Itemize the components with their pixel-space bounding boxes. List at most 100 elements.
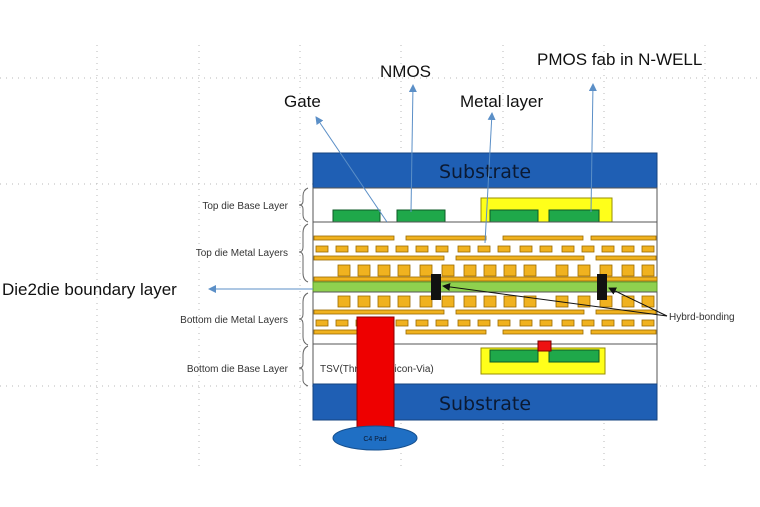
metal-via xyxy=(519,245,533,253)
metal-via xyxy=(397,295,411,308)
hybrid-arrow-left xyxy=(442,282,668,317)
metal-via xyxy=(337,264,351,277)
metal-via xyxy=(457,319,471,327)
metal-via xyxy=(395,319,409,327)
metal-wire xyxy=(313,255,445,261)
top-substrate-label: Substrate xyxy=(439,161,531,183)
bottom-metal-wires xyxy=(313,295,657,335)
metal-via xyxy=(337,295,351,308)
top-nmos-left xyxy=(332,209,381,223)
metal-via xyxy=(355,245,369,253)
metal-via xyxy=(519,319,533,327)
pmos-label: PMOS fab in N-WELL xyxy=(537,50,702,69)
metal-via xyxy=(641,245,655,253)
metal-via xyxy=(581,319,595,327)
metal-wire xyxy=(313,309,445,315)
metal-wire xyxy=(455,309,585,315)
metal-via xyxy=(441,295,455,308)
metal-via xyxy=(335,319,349,327)
bottom-pmos-left xyxy=(489,349,539,363)
top-pmos-left xyxy=(489,209,539,223)
metal-via xyxy=(621,264,635,277)
metal-via xyxy=(397,264,411,277)
metal-layer-label: Metal layer xyxy=(460,92,543,111)
metal-via xyxy=(419,295,433,308)
metal-via xyxy=(621,245,635,253)
metal-via xyxy=(497,319,511,327)
metal-via xyxy=(497,245,511,253)
metal-via xyxy=(483,295,497,308)
metal-via xyxy=(641,319,655,327)
metal-via xyxy=(315,319,329,327)
metal-via xyxy=(621,295,635,308)
nmos-arrow xyxy=(408,84,417,213)
metal-via xyxy=(539,319,553,327)
metal-via xyxy=(415,245,429,253)
metal-via xyxy=(561,319,575,327)
metal-via xyxy=(315,245,329,253)
metal-via xyxy=(577,295,591,308)
gate-label: Gate xyxy=(284,92,321,111)
nmos-label: NMOS xyxy=(380,62,431,81)
hybrid-arrow-right xyxy=(608,287,668,317)
die2die-boundary-label: Die2die boundary layer xyxy=(2,280,177,299)
metal-via xyxy=(581,245,595,253)
metal-via xyxy=(621,319,635,327)
metal-via xyxy=(357,295,371,308)
metal-via xyxy=(555,264,569,277)
metal-wire xyxy=(590,235,657,241)
metal-via xyxy=(441,264,455,277)
pmos-arrow xyxy=(588,83,597,213)
c4-pad xyxy=(332,425,418,451)
metal-via xyxy=(601,319,615,327)
metal-via xyxy=(641,264,655,277)
metal-via xyxy=(335,245,349,253)
hybrid-bond-left xyxy=(431,274,441,300)
metal-via xyxy=(539,245,553,253)
top-die-base-layer-label: Top die Base Layer xyxy=(202,201,288,212)
metal-via xyxy=(503,295,517,308)
metal-via xyxy=(523,295,537,308)
metal-via xyxy=(477,245,491,253)
metal-via xyxy=(395,245,409,253)
metal-via xyxy=(457,245,471,253)
metal-via xyxy=(601,245,615,253)
metal-via xyxy=(357,264,371,277)
metal-wire xyxy=(502,329,584,335)
metal-wire xyxy=(455,255,585,261)
top-metal-wires xyxy=(313,235,658,282)
metal-via xyxy=(561,245,575,253)
gate-arrow xyxy=(315,116,388,223)
metal-wire xyxy=(502,235,584,241)
metal-wire xyxy=(595,255,657,261)
bottom-die-metal-layers-label: Bottom die Metal Layers xyxy=(180,315,288,326)
top-die-metal-layers-label: Top die Metal Layers xyxy=(196,248,288,259)
bottom-substrate-label: Substrate xyxy=(439,393,531,415)
bottom-pmos-right xyxy=(548,349,600,363)
metal-via xyxy=(419,264,433,277)
metal-wire xyxy=(590,329,657,335)
metal-layer-arrow xyxy=(484,112,496,244)
top-nmos-right xyxy=(396,209,446,223)
metal-via xyxy=(435,245,449,253)
metal-wire xyxy=(313,235,395,241)
metal-via xyxy=(463,295,477,308)
top-substrate xyxy=(312,152,658,189)
metal-via xyxy=(503,264,517,277)
bottom-gate xyxy=(537,340,552,352)
metal-wire xyxy=(405,235,487,241)
tsv-via xyxy=(356,316,395,430)
metal-wire xyxy=(313,276,658,282)
metal-via xyxy=(375,245,389,253)
metal-via xyxy=(435,319,449,327)
bottom-die-base-layer-label: Bottom die Base Layer xyxy=(187,364,289,375)
metal-via xyxy=(463,264,477,277)
layer-brackets xyxy=(298,187,309,387)
metal-via xyxy=(377,295,391,308)
metal-wire xyxy=(595,309,657,315)
c4-pad-label: C4 Pad xyxy=(363,436,386,443)
metal-wire xyxy=(405,329,487,335)
metal-via xyxy=(483,264,497,277)
metal-via xyxy=(577,264,591,277)
